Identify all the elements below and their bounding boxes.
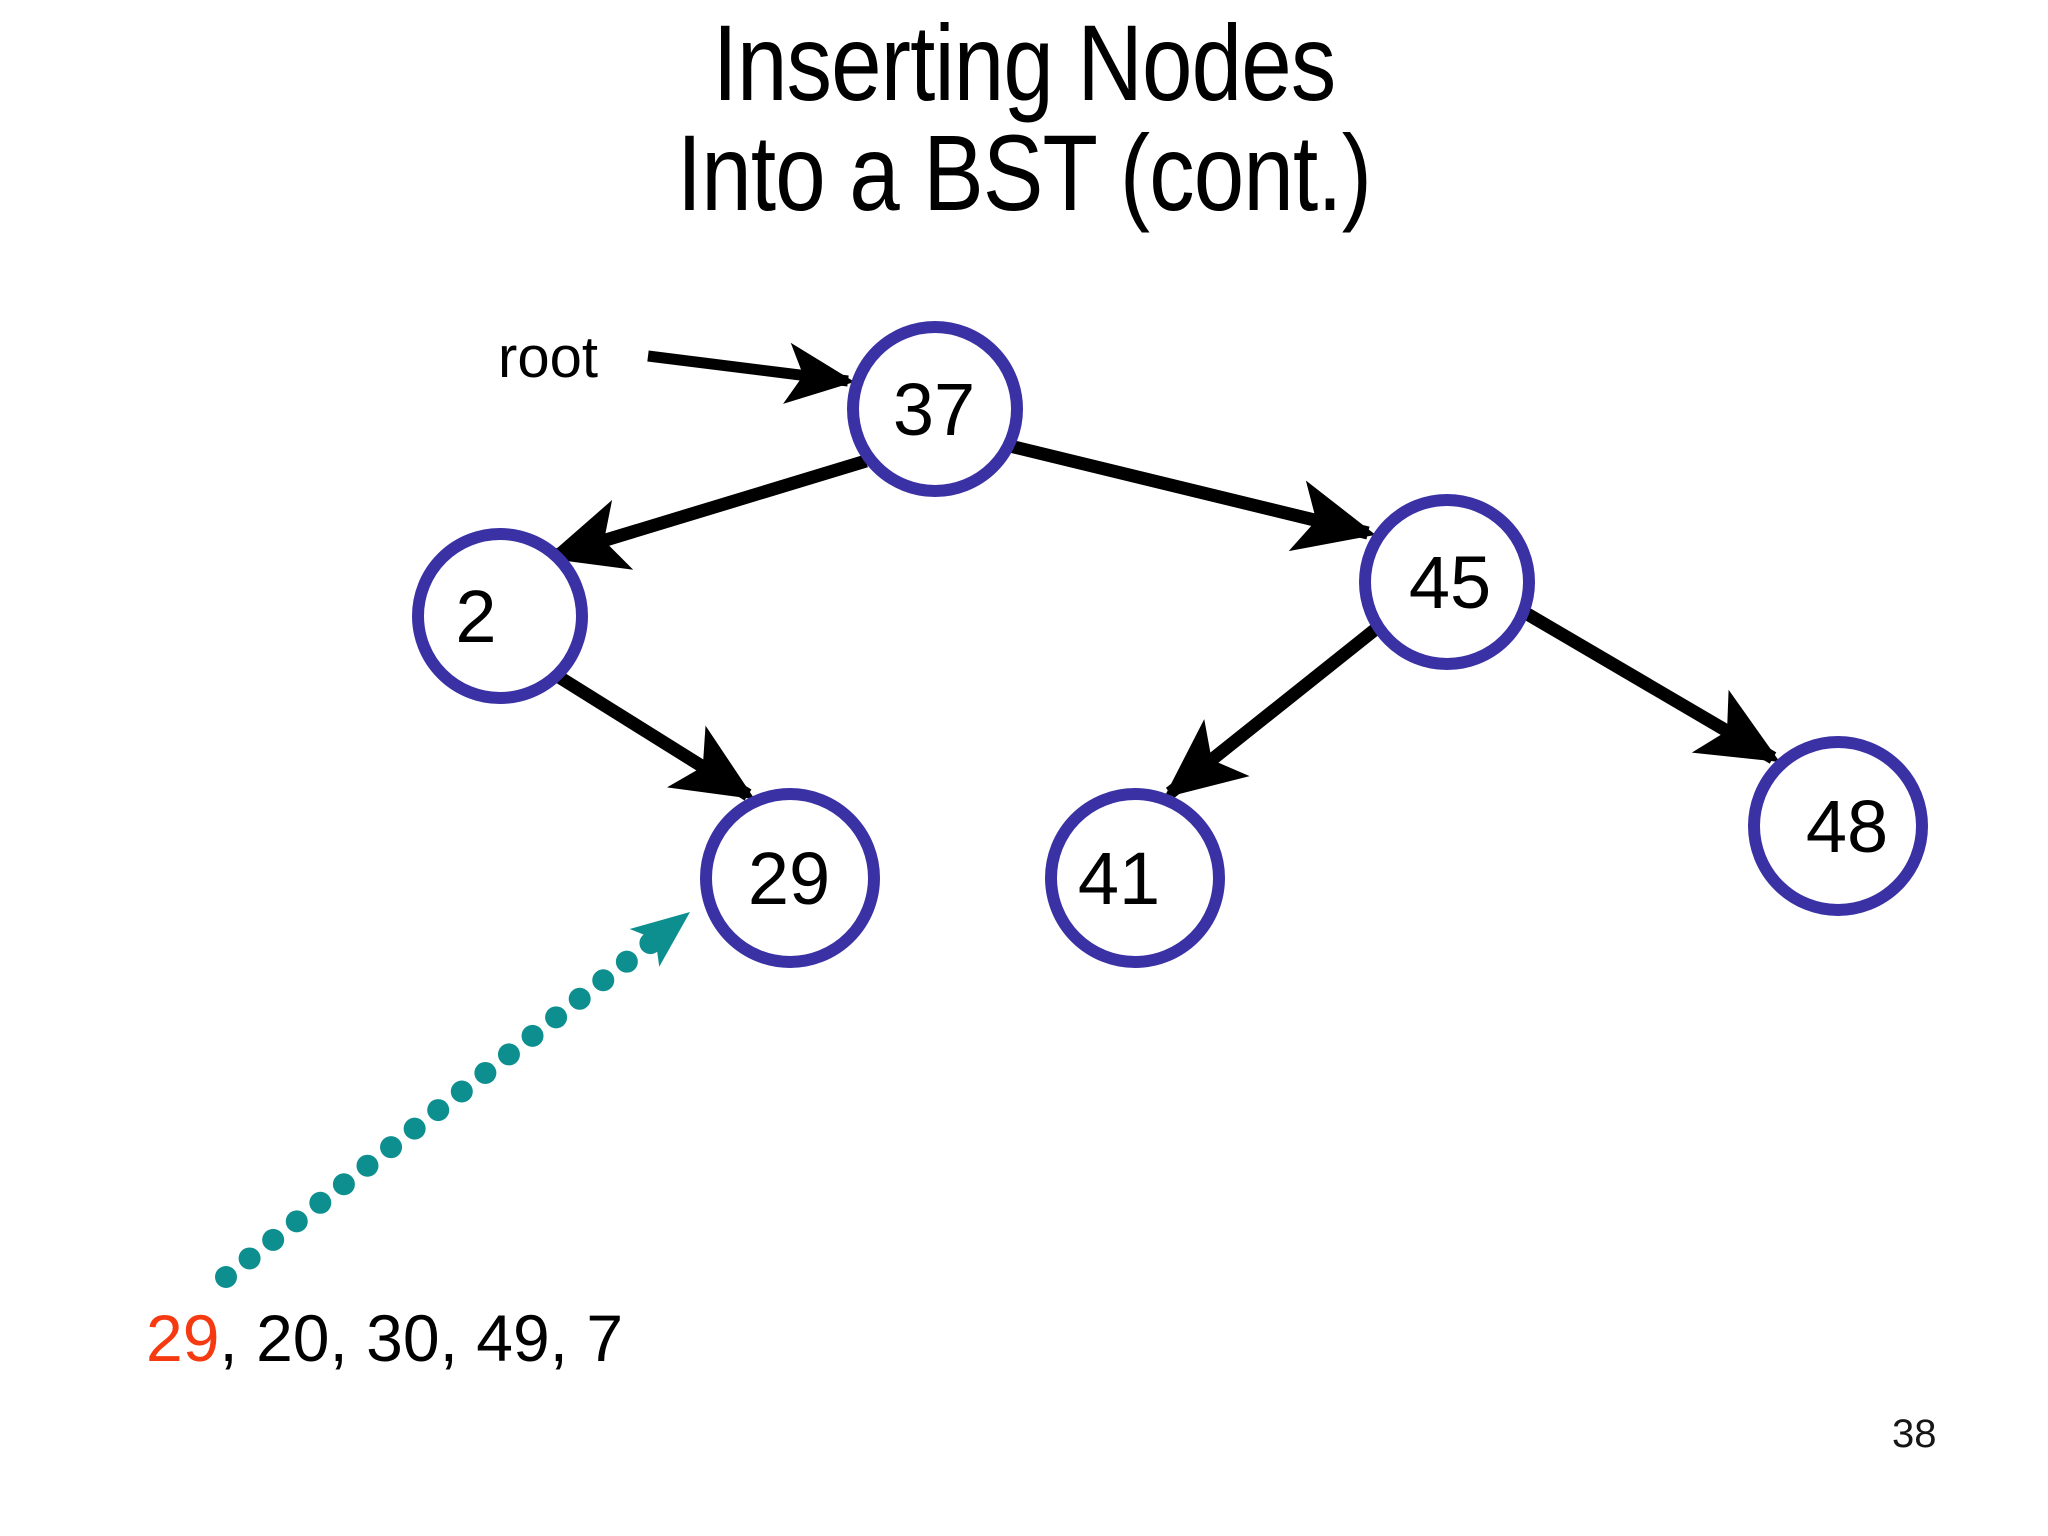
bst-node-45[interactable]: 45	[1359, 494, 1535, 670]
node-circle	[847, 321, 1023, 497]
edge-37-to-45	[1008, 439, 1376, 552]
edge-2-to-29	[547, 666, 755, 801]
title-line-1: Inserting Nodes	[712, 2, 1337, 123]
page-number: 38	[1892, 1412, 1937, 1456]
insert-pointer-dot	[285, 1210, 308, 1233]
node-circle	[1748, 736, 1928, 916]
title-line-2: Into a BST (cont.)	[676, 112, 1372, 234]
insert-pointer-dot	[521, 1024, 544, 1047]
node-circle	[412, 528, 588, 704]
insert-pointer-dot	[356, 1154, 379, 1177]
insert-pointer-dot	[497, 1043, 520, 1066]
edge-line	[1008, 439, 1376, 552]
node-value-label: 41	[1078, 837, 1160, 920]
sequence-current-value: 29	[146, 1301, 220, 1375]
sequence-remaining-values: , 20, 30, 49, 7	[219, 1301, 624, 1375]
insert-pointer-dot	[309, 1191, 332, 1214]
node-circle	[700, 788, 880, 968]
insert-pointer-dot	[474, 1061, 497, 1084]
node-value-label: 37	[893, 368, 975, 451]
insert-pointer-dot	[238, 1247, 261, 1270]
insertion-sequence: 29, 20, 30, 49, 7	[146, 1300, 623, 1376]
insert-pointer-dot	[332, 1173, 355, 1196]
insert-pointer-dot	[592, 969, 615, 992]
node-value-label: 2	[455, 575, 496, 658]
edge-45-to-41	[1163, 622, 1382, 799]
insert-pointer-dot	[427, 1099, 450, 1122]
bst-node-group: 37 2 45 29 41 48	[412, 321, 1928, 968]
insert-pointer-dot	[215, 1266, 237, 1288]
edge-45-to-48	[1508, 599, 1780, 764]
edge-line	[545, 454, 868, 570]
insert-pointer-dot	[615, 950, 638, 973]
insert-pointer-arrowhead	[629, 912, 690, 967]
bst-node-37[interactable]: 37	[847, 321, 1023, 497]
insert-pointer-dot	[545, 1006, 568, 1029]
bst-node-48[interactable]: 48	[1748, 736, 1928, 916]
edge-line	[1163, 622, 1382, 799]
insert-pointer-dot	[568, 987, 591, 1010]
edge-root-to-37	[647, 342, 855, 404]
bst-node-2[interactable]: 2	[412, 528, 588, 704]
node-value-label: 29	[748, 837, 830, 920]
node-circle	[1045, 788, 1225, 968]
page-title: Inserting Nodes Into a BST (cont.)	[164, 2, 1884, 234]
insert-pointer-dot	[450, 1080, 473, 1103]
node-value-label: 48	[1806, 785, 1888, 868]
edge-line	[647, 342, 855, 404]
node-value-label: 45	[1409, 541, 1491, 624]
insert-pointer-dot	[403, 1117, 426, 1140]
insert-pointer-dot	[262, 1228, 285, 1251]
bst-node-41[interactable]: 41	[1045, 788, 1225, 968]
insert-pointer-arrow	[215, 912, 690, 1288]
insert-pointer-dot	[380, 1136, 403, 1159]
edge-line	[1508, 599, 1780, 764]
bst-node-29[interactable]: 29	[700, 788, 880, 968]
edge-line	[547, 666, 755, 801]
edge-37-to-2	[545, 454, 868, 570]
node-circle	[1359, 494, 1535, 670]
root-label: root	[498, 325, 598, 390]
